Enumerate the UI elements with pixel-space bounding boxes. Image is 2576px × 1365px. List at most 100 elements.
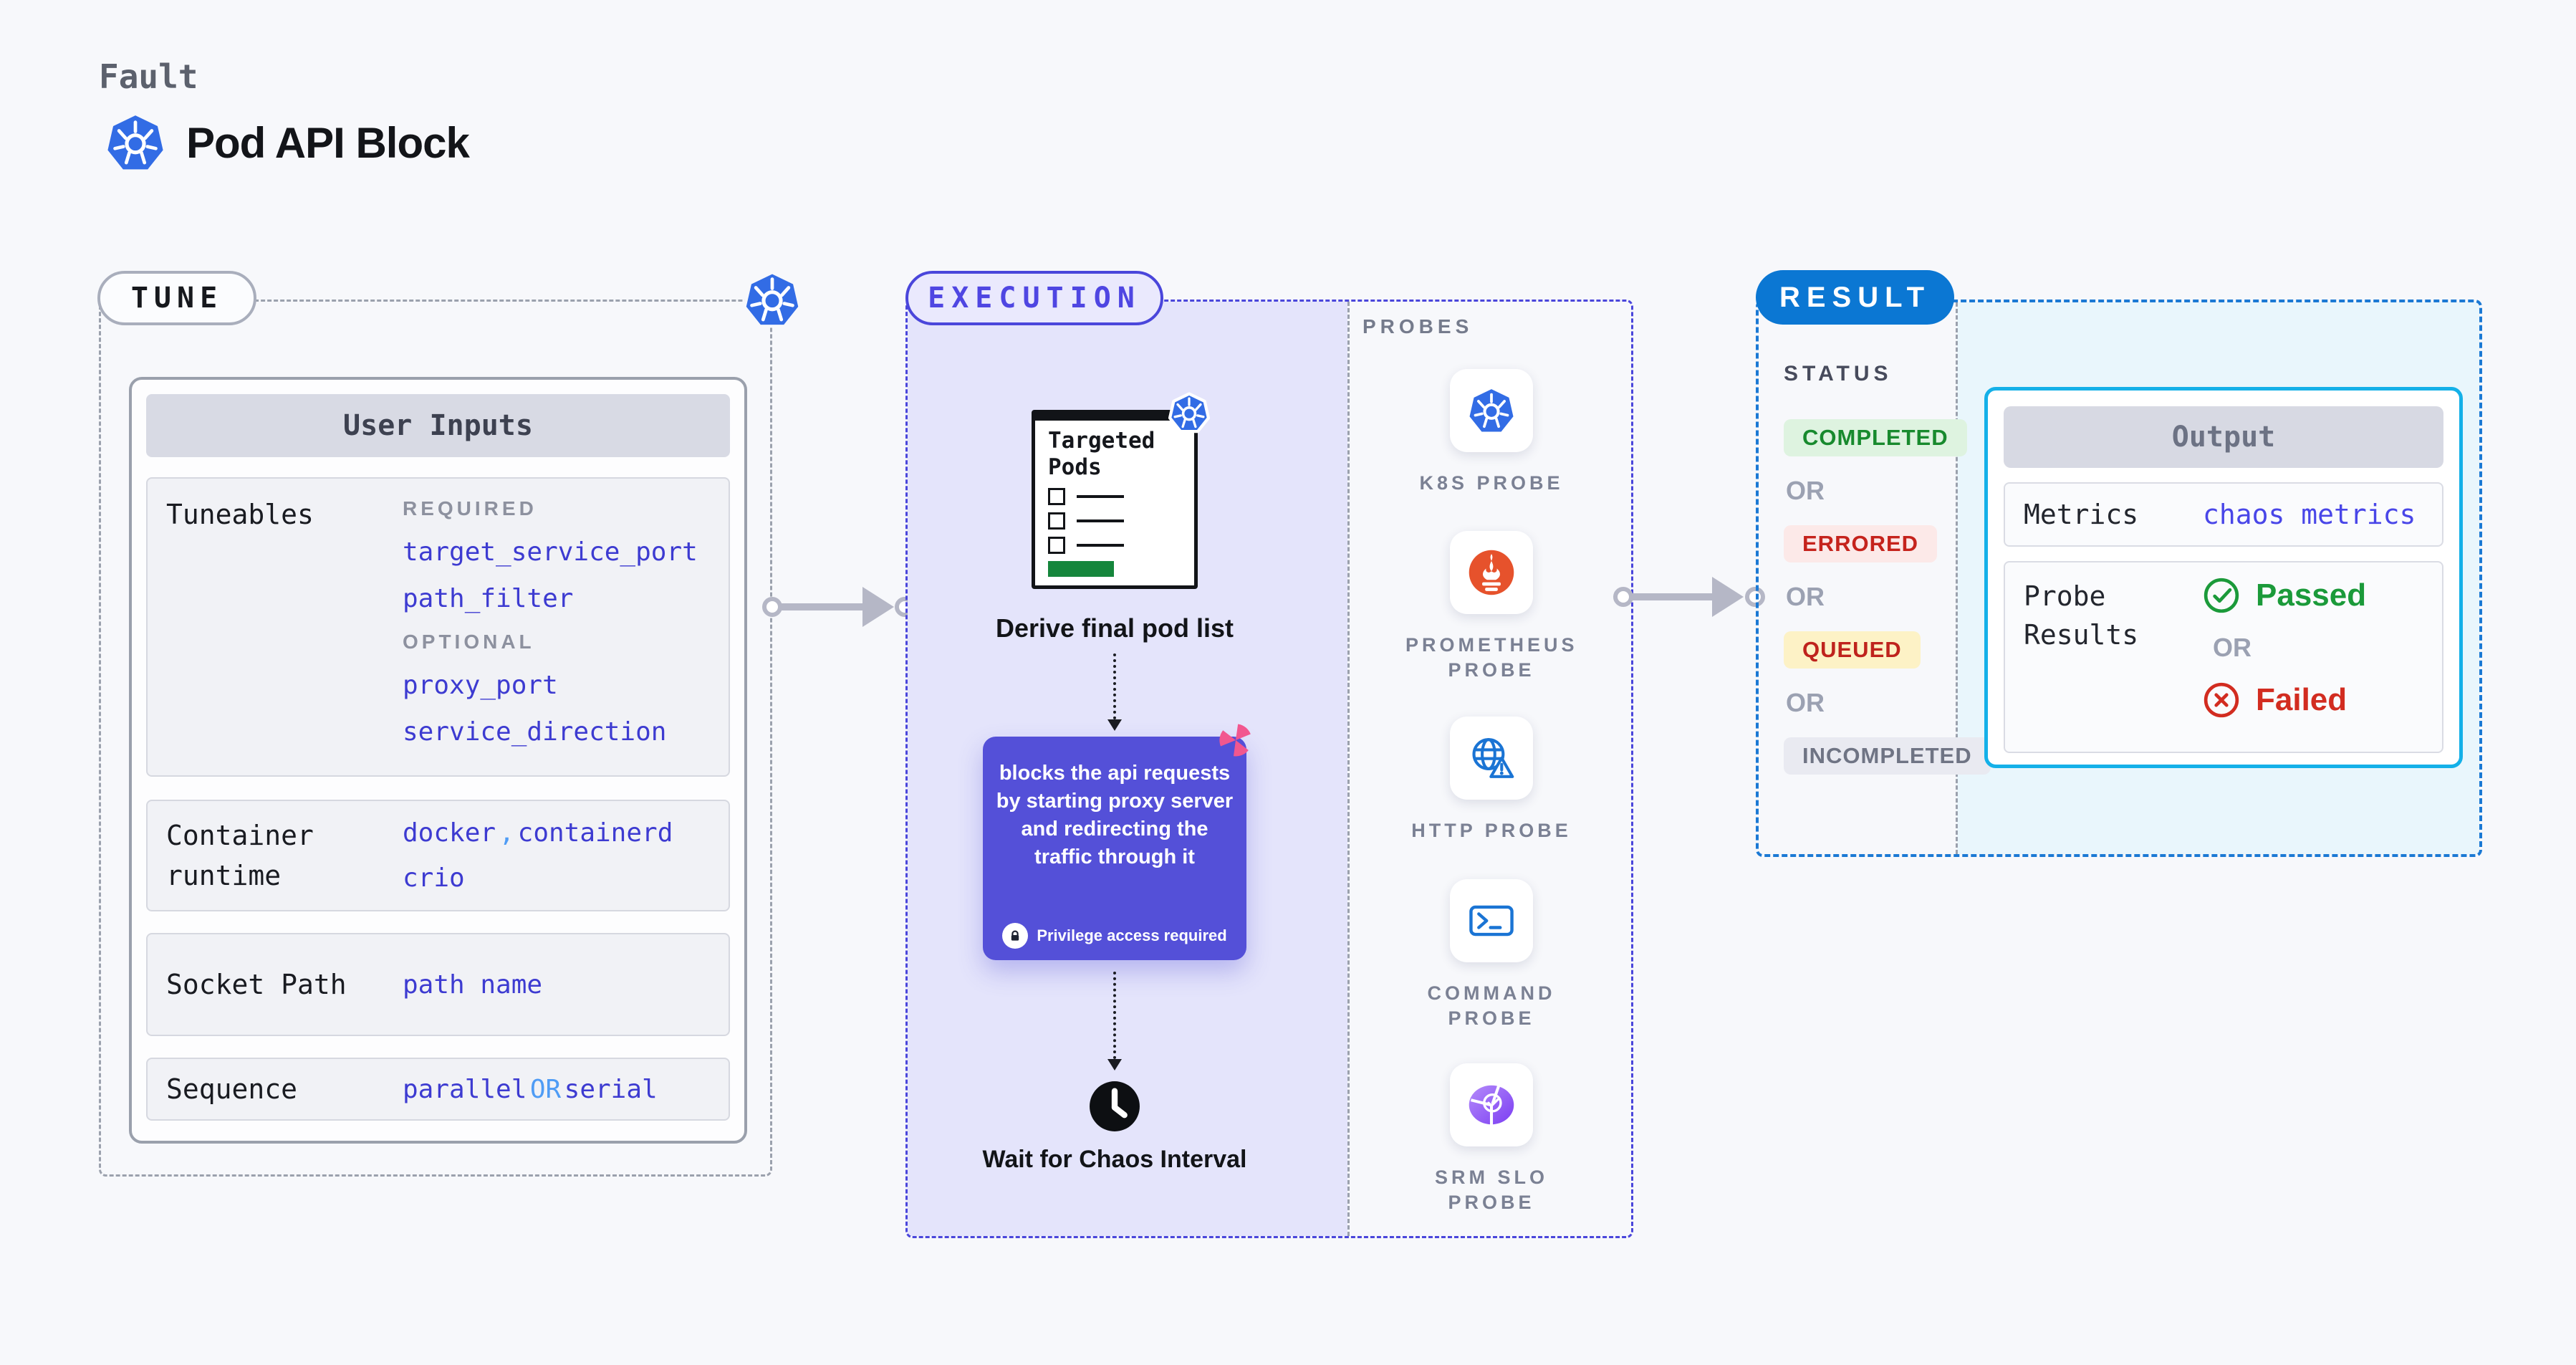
kubernetes-icon — [743, 271, 802, 328]
connector-dot — [762, 597, 782, 617]
or-text: OR — [2213, 633, 2251, 662]
arrowhead — [862, 587, 894, 627]
execution-section-frame — [905, 300, 1633, 1238]
checklist-item — [1048, 512, 1181, 530]
targeted-pods-title: Targeted Pods — [1048, 428, 1155, 480]
sequence-row: Sequence parallel OR serial — [146, 1058, 730, 1121]
sequence-label: Sequence — [166, 1073, 298, 1105]
probe-results-label: Probe Results — [2024, 580, 2139, 651]
probe-card — [1450, 717, 1533, 800]
checklist-line — [1077, 544, 1124, 547]
tuneable-value: path_filter — [403, 584, 574, 613]
tuneable-value: service_direction — [403, 717, 667, 747]
execution-probes-divider — [1347, 302, 1350, 1236]
output-header: Output — [2004, 406, 2443, 468]
socket-path-label: Socket Path — [166, 969, 347, 1000]
sequence-values: parallel OR serial — [403, 1075, 658, 1104]
container-runtime-label: Container runtime — [166, 820, 314, 891]
probe-label: PROMETHEUS PROBE — [1405, 634, 1578, 681]
tune-to-execution-arrow — [779, 603, 873, 610]
result-divider — [1956, 302, 1958, 854]
connector-dot — [1613, 587, 1633, 607]
optional-heading: OPTIONAL — [403, 631, 535, 653]
metrics-row: Metrics chaos metrics — [2004, 482, 2443, 547]
execution-to-result-arrow — [1632, 593, 1719, 600]
required-heading: REQUIRED — [403, 497, 537, 519]
sequence-conjunction: OR — [529, 1074, 562, 1104]
targeted-pods-card: Targeted Pods — [1032, 410, 1198, 589]
fault-description-card: blocks the api requests by starting prox… — [983, 737, 1246, 960]
arrowhead — [1107, 1059, 1122, 1071]
probe-label: COMMAND PROBE — [1427, 982, 1556, 1029]
privilege-note-row: Privilege access required — [1002, 923, 1227, 949]
fault-description: blocks the api requests by starting prox… — [996, 762, 1234, 868]
kubernetes-icon — [1469, 389, 1514, 432]
runtime-value: docker — [403, 818, 496, 848]
prometheus-icon — [1469, 550, 1514, 595]
probe-item-http: HTTP PROBE — [1350, 717, 1633, 843]
status-badge-queued: QUEUED — [1784, 631, 1921, 669]
clock-icon — [1090, 1081, 1140, 1131]
tuneables-row: Tuneables REQUIRED target_service_port p… — [146, 477, 730, 777]
runtime-separator: , — [499, 818, 515, 848]
progress-bar — [1048, 561, 1114, 577]
status-heading: STATUS — [1784, 362, 1893, 385]
kubernetes-icon — [107, 115, 163, 170]
result-section-frame — [1756, 300, 2482, 857]
probe-label: SRM SLO PROBE — [1434, 1167, 1548, 1213]
socket-path-row: Socket Path path name — [146, 933, 730, 1036]
checkbox-icon — [1048, 512, 1065, 530]
privilege-note: Privilege access required — [1037, 926, 1227, 944]
checklist-item — [1048, 488, 1181, 505]
result-section-pill: RESULT — [1756, 270, 1954, 325]
tuneable-value: target_service_port — [403, 537, 698, 567]
terminal-icon — [1469, 905, 1514, 937]
derive-pod-list-caption: Derive final pod list — [995, 613, 1234, 643]
probe-card — [1450, 369, 1533, 452]
card-titlebar — [1035, 413, 1194, 421]
passed-line: Passed — [2203, 577, 2366, 614]
checklist-line — [1077, 495, 1124, 498]
status-badge-errored: ERRORED — [1784, 525, 1938, 562]
output-box: Output Metrics chaos metrics Probe Resul… — [1984, 387, 2463, 768]
probe-item-command: COMMAND PROBE — [1350, 879, 1633, 1031]
tuneable-value: proxy_port — [403, 671, 558, 700]
status-badge-completed: COMPLETED — [1784, 419, 1967, 456]
runtime-value: crio — [403, 863, 465, 893]
probe-card — [1450, 879, 1533, 962]
flow-connector — [1113, 972, 1116, 1059]
connector-dot — [1745, 587, 1765, 607]
checklist-item — [1048, 537, 1181, 554]
execution-section-pill: EXECUTION — [905, 271, 1163, 325]
flow-connector — [1113, 653, 1116, 719]
arrowhead — [1712, 577, 1744, 617]
page-title-row: Pod API Block — [105, 112, 470, 173]
wait-chaos-caption: Wait for Chaos Interval — [982, 1146, 1247, 1173]
probes-heading: PROBES — [1363, 315, 1474, 337]
probe-item-prometheus: PROMETHEUS PROBE — [1350, 531, 1633, 683]
page-title: Pod API Block — [186, 118, 470, 167]
probe-label: HTTP PROBE — [1411, 820, 1572, 841]
container-runtime-row: Container runtime docker , containerd cr… — [146, 800, 730, 911]
check-circle-icon — [2203, 578, 2239, 613]
x-circle-icon — [2203, 682, 2239, 718]
probe-label: K8S PROBE — [1419, 472, 1564, 494]
metrics-label: Metrics — [2024, 499, 2139, 530]
arrowhead — [1107, 719, 1122, 731]
metrics-value: chaos metrics — [2203, 499, 2416, 530]
failed-line: Failed — [2203, 681, 2366, 719]
slo-pie-icon — [1469, 1083, 1514, 1126]
probe-card — [1450, 531, 1533, 614]
probe-results-row: Probe Results Passed OR Failed — [2004, 561, 2443, 753]
probe-card — [1450, 1063, 1533, 1146]
or-text: OR — [1786, 476, 1825, 505]
failed-text: Failed — [2256, 682, 2347, 717]
probe-item-srm-slo: SRM SLO PROBE — [1350, 1063, 1633, 1215]
or-text: OR — [1786, 582, 1825, 611]
http-globe-icon — [1472, 738, 1514, 778]
tune-section-frame — [99, 300, 772, 1177]
tune-section-pill: TUNE — [97, 271, 256, 325]
fault-kicker: Fault — [99, 57, 198, 96]
checklist-line — [1077, 519, 1124, 522]
checkbox-icon — [1048, 537, 1065, 554]
